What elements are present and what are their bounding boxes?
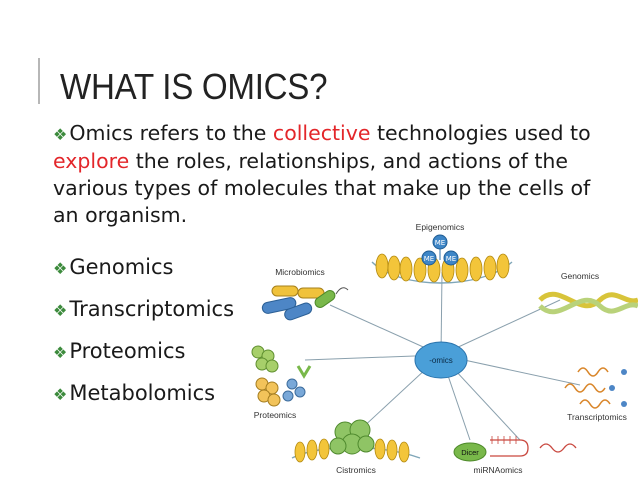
- proteomics-illustration: [251, 345, 312, 407]
- bullet-label: Proteomics: [69, 339, 186, 363]
- bullet-item: ❖Genomics: [53, 252, 234, 294]
- bullet-item: ❖Proteomics: [53, 336, 234, 378]
- paragraph-text-1: Omics refers to the: [69, 121, 273, 145]
- bullet-item: ❖Metabolomics: [53, 378, 234, 420]
- bullet-diamond-icon: ❖: [53, 385, 68, 404]
- omics-diagram: ME ME ME Epigenomics Genomics Microbiomi…: [240, 210, 638, 478]
- genomics-illustration: [538, 291, 638, 315]
- bullet-diamond-icon: ❖: [53, 259, 68, 278]
- bullet-diamond-icon: ❖: [53, 125, 68, 144]
- transcriptomics-illustration: [564, 367, 627, 409]
- bullet-diamond-icon: ❖: [53, 343, 68, 362]
- label-epigenomics: Epigenomics: [416, 222, 465, 232]
- title-accent-bar: [38, 58, 40, 104]
- bullet-label: Metabolomics: [69, 381, 216, 405]
- paragraph-text-2: technologies used to: [370, 121, 591, 145]
- bullet-label: Transcriptomics: [69, 297, 235, 321]
- bullet-item: ❖Transcriptomics: [53, 294, 234, 336]
- bullet-label: Genomics: [69, 255, 174, 279]
- label-center-omics: -omics: [429, 356, 453, 365]
- label-transcriptomics: Transcriptomics: [567, 412, 627, 422]
- epigenomics-illustration: ME ME ME: [371, 234, 513, 284]
- label-mirnaomics: miRNAomics: [473, 465, 522, 475]
- me-label: ME: [435, 239, 445, 247]
- cistromics-illustration: [291, 419, 421, 463]
- label-cistromics: Cistromics: [336, 465, 376, 475]
- omics-center-node: [414, 341, 468, 379]
- me-label: ME: [424, 255, 434, 263]
- microbiomics-illustration: [261, 285, 349, 321]
- mirnaomics-illustration: [453, 436, 577, 462]
- label-genomics: Genomics: [561, 271, 599, 281]
- label-microbiomics: Microbiomics: [275, 267, 325, 277]
- me-label: ME: [446, 255, 456, 263]
- slide-title: WHAT IS OMICS?: [60, 66, 328, 107]
- paragraph-text-3: the roles, relationships, and actions of…: [53, 149, 591, 227]
- definition-paragraph: ❖Omics refers to the collective technolo…: [53, 120, 613, 229]
- bullet-diamond-icon: ❖: [53, 301, 68, 320]
- omics-bullet-list: ❖Genomics ❖Transcriptomics ❖Proteomics ❖…: [53, 252, 234, 420]
- highlight-collective: collective: [272, 121, 371, 145]
- label-dicer: Dicer: [461, 448, 479, 457]
- highlight-explore: explore: [53, 149, 130, 173]
- label-proteomics: Proteomics: [254, 410, 297, 420]
